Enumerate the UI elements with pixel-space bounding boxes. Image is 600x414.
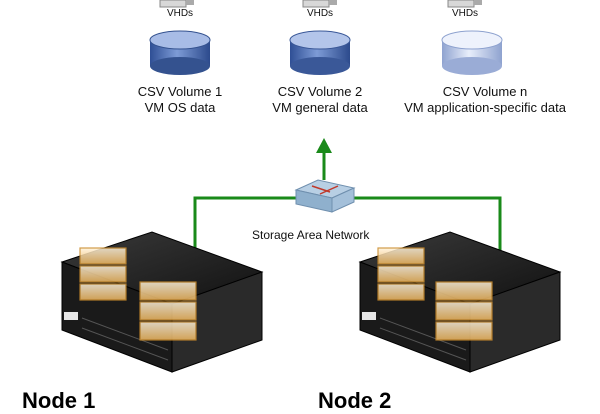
vhd-label: VHDs (306, 8, 334, 19)
database-icon (289, 30, 351, 75)
network-label: Storage Area Network (252, 228, 370, 242)
vm-box-icon (79, 247, 127, 301)
vm-box-icon (139, 281, 197, 341)
vhd-stack-icon (159, 0, 194, 8)
volume-label: CSV Volume 2 VM general data (250, 84, 390, 116)
vm-box-icon (435, 281, 493, 341)
vhd-label: VHDs (166, 8, 194, 19)
database-icon (149, 30, 211, 75)
volume-label: CSV Volume 1 VM OS data (120, 84, 240, 116)
network-links (193, 152, 502, 270)
volume-name: CSV Volume n (442, 84, 528, 99)
vm-box-icon (377, 247, 425, 301)
volume-label: CSV Volume n VM application-specific dat… (385, 84, 585, 116)
vhd-label: VHDs (451, 8, 479, 19)
node-label: Node 1 (22, 388, 96, 413)
vhd-stack-icon (447, 0, 482, 8)
volume-description: VM application-specific data (404, 100, 566, 115)
volume-name: CSV Volume 2 (277, 84, 363, 99)
vhd-stack-icon (302, 0, 337, 8)
arrow-up-icon (316, 138, 332, 153)
volume-description: VM general data (272, 100, 368, 115)
network-switch-icon (294, 179, 356, 213)
volume-name: CSV Volume 1 (137, 84, 223, 99)
csv-diagram (60, 0, 562, 373)
volume-description: VM OS data (144, 100, 216, 115)
database-icon (441, 30, 503, 75)
node-label: Node 2 (318, 388, 392, 413)
